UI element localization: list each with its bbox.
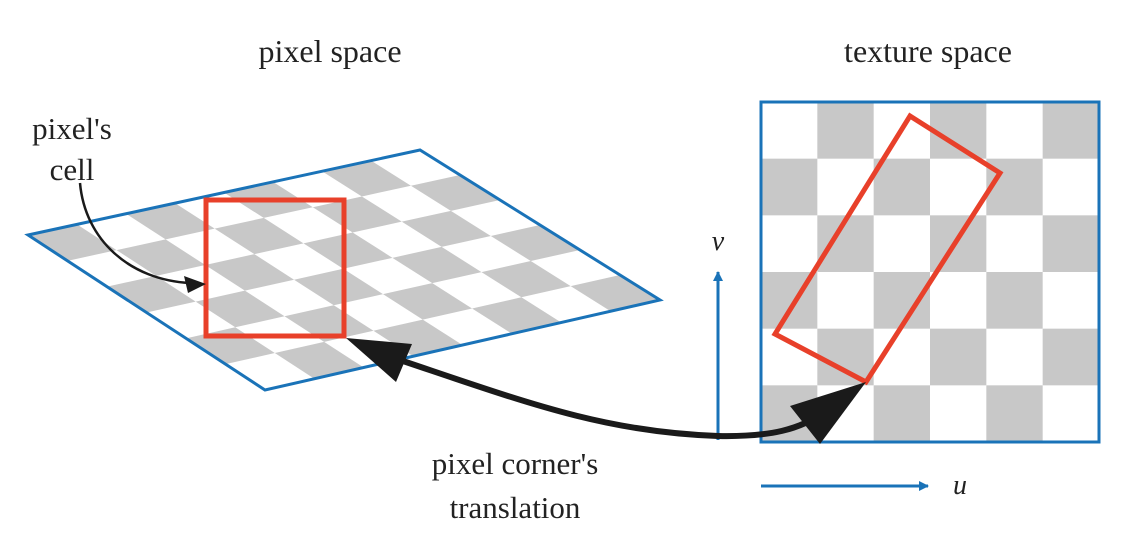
texture-checker-cell — [817, 328, 874, 386]
pixel-checker-cell — [490, 225, 580, 262]
texture-checker-cell — [1042, 328, 1099, 386]
cell-pointer-curve — [78, 182, 191, 285]
texture-checker-cell — [1042, 215, 1099, 272]
texture-checker-cell — [873, 272, 930, 329]
pixel-checker-cell — [28, 224, 117, 261]
pixel-checker-cell — [214, 217, 304, 255]
pixel-checker-cell — [274, 341, 364, 379]
pixel-checker-cell — [312, 196, 402, 233]
pixel-space-title: pixel space — [258, 33, 401, 69]
pixel-checker-cell — [195, 290, 285, 328]
corner-translation-label-line1: pixel corner's — [432, 446, 599, 481]
pixel-cell-highlight — [203, 197, 347, 339]
translation-arrowhead-left — [346, 338, 412, 382]
texture-checker-cell — [930, 328, 987, 386]
pixel-checker-cell — [383, 283, 473, 320]
texture-checker-cell — [986, 385, 1043, 442]
pixels-cell-label-line2: cell — [50, 152, 95, 187]
pixels-cell-label-line1: pixel's — [32, 111, 112, 146]
pixel-space-border — [24, 148, 664, 392]
pixel-checker-cell — [205, 254, 295, 291]
pixel-checker-cell — [410, 175, 500, 211]
corner-translation-label-line2: translation — [450, 490, 581, 525]
texture-checker-cell — [930, 102, 987, 159]
texture-checker-cell — [873, 158, 930, 216]
texture-checker-cell — [930, 215, 987, 272]
texture-checker-cell — [761, 158, 818, 216]
u-axis-label: u — [953, 470, 967, 501]
pixel-checker-cell — [472, 297, 562, 334]
pixel-checker-cell — [116, 239, 206, 276]
texture-space-border — [759, 100, 1101, 444]
texture-space-title: texture space — [844, 33, 1012, 69]
texture-checker-cell — [873, 385, 930, 442]
translation-arrow-body — [384, 352, 830, 440]
translation-arrowhead-right — [790, 382, 866, 444]
pixel-checker-cell — [322, 160, 411, 197]
pixel-checker-cell — [481, 261, 571, 298]
pixel-checker-cell — [392, 246, 482, 284]
pixel-checker-cell — [401, 210, 491, 247]
pixel-checker-cell — [126, 203, 215, 240]
pixel-checker-cell — [373, 319, 463, 357]
cell-pointer-arrowhead — [184, 276, 206, 293]
texture-checker-cell — [986, 272, 1043, 329]
pixel-checker-cell — [107, 275, 196, 313]
pixel-space-grid — [28, 160, 660, 379]
pixel-checker-cell — [284, 305, 374, 342]
v-axis-label: v — [712, 226, 725, 257]
pixel-checker-cell — [294, 268, 383, 306]
texture-checker-cell — [1042, 102, 1099, 159]
pixel-checker-cell — [303, 232, 393, 269]
texture-checker-cell — [817, 102, 874, 159]
pixel-checker-cell — [570, 275, 660, 312]
texture-space-grid — [761, 102, 1099, 442]
